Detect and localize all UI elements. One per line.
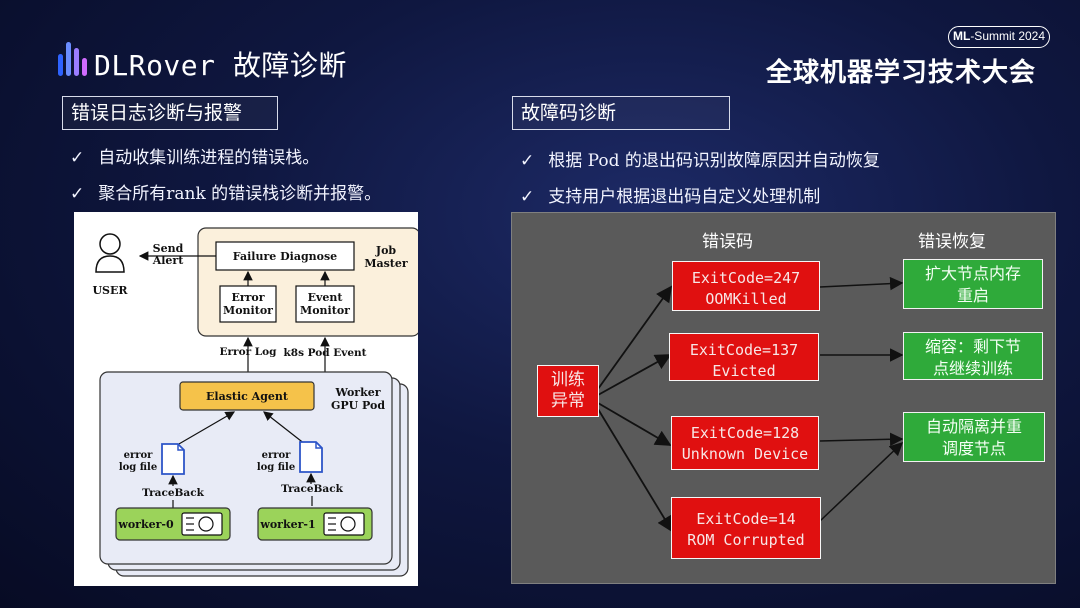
error-log-file-label-1: error xyxy=(124,450,154,461)
left-section-heading: 错误日志诊断与报警 xyxy=(62,96,278,130)
recovery-3-line-1: 自动隔离并重 xyxy=(925,417,1022,436)
error-code-box-137: ExitCode=137 Evicted xyxy=(669,333,819,381)
error-code-box-128: ExitCode=128 Unknown Device xyxy=(671,416,819,470)
left-bullet-2: ✓ 聚合所有rank 的错误栈诊断并报警。 xyxy=(70,179,381,204)
job-master-label-2: Master xyxy=(364,257,408,270)
recovery-3-line-2: 调度节点 xyxy=(941,439,1006,458)
check-icon: ✓ xyxy=(520,151,535,171)
error-monitor-label-2: Monitor xyxy=(223,304,273,317)
file-icon xyxy=(161,443,185,475)
send-alert-label-2: Alert xyxy=(152,254,185,267)
traceback-label: TraceBack xyxy=(281,483,344,495)
file-icon xyxy=(299,441,323,473)
training-exception-line-2: 异常 xyxy=(551,391,585,411)
worker-0-label: worker-0 xyxy=(117,518,174,531)
event-monitor-label-1: Event xyxy=(308,291,344,304)
recovery-2-line-1: 缩容：剩下节 xyxy=(924,337,1021,356)
gpu-icon xyxy=(323,512,365,536)
col-error-code: 错误码 xyxy=(702,232,753,252)
worker-1-label: worker-1 xyxy=(259,518,315,531)
left-bullet-2-text: 聚合所有rank 的错误栈诊断并报警。 xyxy=(98,184,382,204)
user-icon xyxy=(95,233,125,273)
error-code-14: ExitCode=14 xyxy=(696,510,796,528)
error-code-128-desc: Unknown Device xyxy=(681,445,809,463)
training-exception-line-1: 训练 xyxy=(551,370,585,390)
col-recovery: 错误恢复 xyxy=(918,232,986,252)
worker-gpu-pod-label-2: GPU Pod xyxy=(331,399,385,412)
recovery-2-line-2: 点继续训练 xyxy=(932,359,1013,378)
check-icon: ✓ xyxy=(520,187,535,207)
logo-icon xyxy=(58,42,90,76)
recovery-box-1: 扩大节点内存 重启 xyxy=(903,259,1043,309)
right-bullet-1: ✓ 根据 Pod 的退出码识别故障原因并自动恢复 xyxy=(520,146,880,171)
failure-diagnose-box xyxy=(215,241,355,271)
right-bullet-2-text: 支持用户根据退出码自定义处理机制 xyxy=(548,187,821,207)
check-icon: ✓ xyxy=(70,184,85,204)
error-log-file-label-2: log file xyxy=(119,462,157,473)
right-bullet-1-text: 根据 Pod 的退出码识别故障原因并自动恢复 xyxy=(548,151,880,171)
recovery-box-3: 自动隔离并重 调度节点 xyxy=(903,412,1045,462)
summit-badge-bold: ML xyxy=(952,29,971,43)
recovery-1-line-2: 重启 xyxy=(956,286,989,305)
error-code-137: ExitCode=137 xyxy=(689,341,799,359)
error-code-247-desc: OOMKilled xyxy=(705,290,787,308)
gpu-icon xyxy=(181,512,223,536)
error-code-box-247: ExitCode=247 OOMKilled xyxy=(672,261,820,311)
left-bullet-1-text: 自动收集训练进程的错误栈。 xyxy=(98,148,320,168)
summit-badge-rest: -Summit 2024 xyxy=(970,29,1046,43)
conference-title: 全球机器学习技术大会 xyxy=(766,58,1037,88)
event-monitor-box xyxy=(295,285,355,323)
traceback-label: TraceBack xyxy=(142,487,205,499)
error-code-14-desc: ROM Corrupted xyxy=(687,531,805,549)
error-log-file-label-2: log file xyxy=(257,462,295,473)
page-title: DLRover 故障诊断 xyxy=(94,49,347,82)
event-monitor-label-2: Monitor xyxy=(300,304,350,317)
worker-gpu-pod-label-1: Worker xyxy=(334,386,380,399)
exit-code-diagram: 错误码 错误恢复 训练 异常 ExitCode=247 OOMKilled Ex… xyxy=(511,212,1056,584)
error-code-137-desc: Evicted xyxy=(712,362,776,380)
left-bullet-1: ✓ 自动收集训练进程的错误栈。 xyxy=(70,143,319,168)
check-icon: ✓ xyxy=(70,148,85,168)
failure-diagnose-label: Failure Diagnose xyxy=(233,250,337,263)
error-code-128: ExitCode=128 xyxy=(690,424,800,442)
elastic-agent-label: Elastic Agent xyxy=(206,390,289,403)
right-section-heading: 故障码诊断 xyxy=(512,96,730,130)
error-monitor-label-1: Error xyxy=(231,291,264,304)
job-master-label-1: Job xyxy=(375,244,397,257)
error-log-file-label-1: error xyxy=(262,450,292,461)
error-code-247: ExitCode=247 xyxy=(691,269,801,287)
user-label: USER xyxy=(92,284,128,297)
error-log-diagram: Failure Diagnose Job Master Error Monito… xyxy=(74,212,418,586)
send-alert-label-1: Send xyxy=(153,242,184,255)
right-bullet-2: ✓ 支持用户根据退出码自定义处理机制 xyxy=(520,182,820,207)
error-code-box-14: ExitCode=14 ROM Corrupted xyxy=(671,497,821,559)
training-exception-box: 训练 异常 xyxy=(537,365,599,417)
recovery-box-2: 缩容：剩下节 点继续训练 xyxy=(903,332,1043,380)
summit-badge: ML-Summit 2024 xyxy=(948,26,1050,48)
error-monitor-box xyxy=(219,285,277,323)
recovery-1-line-1: 扩大节点内存 xyxy=(924,264,1021,283)
elastic-agent-box xyxy=(179,381,315,411)
